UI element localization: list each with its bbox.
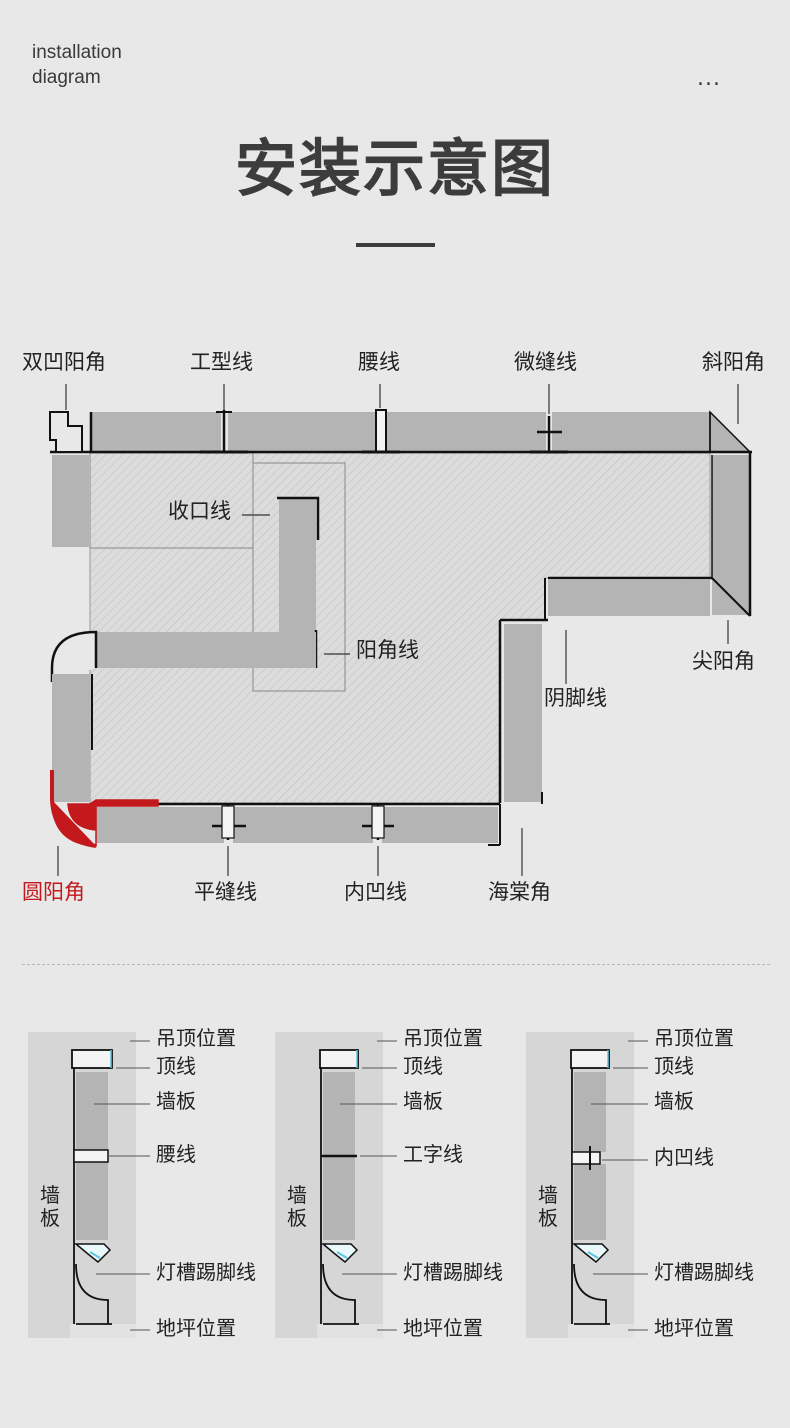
panel-top-2 [228,412,376,452]
label-flat-gap: 平缝线 [194,880,257,904]
s2-panel-label: 墙板 [403,1089,443,1113]
cutout-upper [89,452,254,549]
label-i-profile: 工型线 [190,350,253,374]
panel-left-top [52,455,89,547]
s1-wall-label: 墙板 [40,1183,60,1230]
more-dots: ... [697,66,721,91]
panel-bottom-2 [233,807,373,843]
s1-top-line-label: 顶线 [156,1054,196,1078]
panel-right [712,455,750,615]
eyebrow: installation diagram [32,40,122,90]
panel-top-3 [386,412,546,452]
s1-light-skirting-label: 灯槽踢脚线 [156,1260,256,1284]
label-waist-line: 腰线 [358,350,400,374]
eyebrow-line1: installation [32,42,122,63]
s2-light-skirting-label: 灯槽踢脚线 [403,1260,503,1284]
s3-ceiling-label: 吊顶位置 [654,1026,734,1050]
s3-floor-label: 地坪位置 [654,1316,734,1340]
label-inner-groove: 内凹线 [344,880,407,904]
label-inner-skirting: 阴脚线 [544,686,607,710]
panel-top-1 [91,412,221,452]
label-outer-corner-line: 阳角线 [356,638,419,662]
s2-top-line-label: 顶线 [403,1054,443,1078]
s2-floor-label: 地坪位置 [403,1316,483,1340]
waist-line-profile [375,409,387,453]
panel-begonia-column [504,624,542,802]
label-round-corner: 圆阳角 [22,880,85,904]
s2-wall-label: 墙板 [287,1183,307,1230]
panel-top-4 [552,412,710,452]
s2-middle-label: 工字线 [403,1142,463,1166]
label-micro-gap: 微缝线 [514,350,577,374]
panel-bottom-1 [96,807,224,843]
label-double-concave-corner: 双凹阳角 [22,350,106,374]
label-begonia-corner: 海棠角 [488,880,551,904]
panel-left-lower [52,674,90,802]
s3-wall-label: 墙板 [538,1183,558,1230]
double-concave-profile [49,411,83,453]
panel-middle-right [548,580,710,616]
panel-bottom-3 [382,807,498,843]
s2-ceiling-label: 吊顶位置 [403,1026,483,1050]
s1-ceiling-label: 吊顶位置 [156,1026,236,1050]
s3-panel-label: 墙板 [654,1089,694,1113]
label-bevel-corner: 斜阳角 [702,350,765,374]
eyebrow-line2: diagram [32,67,101,88]
s1-panel-label: 墙板 [156,1089,196,1113]
s1-floor-label: 地坪位置 [156,1316,236,1340]
floor-plan-diagram [49,384,752,876]
s3-top-line-label: 顶线 [654,1054,694,1078]
s1-middle-label: 腰线 [156,1142,196,1166]
title-underline [356,243,435,247]
section-divider [22,964,770,965]
label-sharp-corner: 尖阳角 [692,649,755,673]
panel-outer-corner-row [96,632,316,668]
page-title: 安装示意图 [234,132,555,205]
s3-middle-label: 内凹线 [654,1145,714,1169]
panel-bevel [709,410,752,453]
label-closing-line: 收口线 [168,499,231,523]
s3-light-skirting-label: 灯槽踢脚线 [654,1260,754,1284]
round-corner-profile [50,630,98,682]
